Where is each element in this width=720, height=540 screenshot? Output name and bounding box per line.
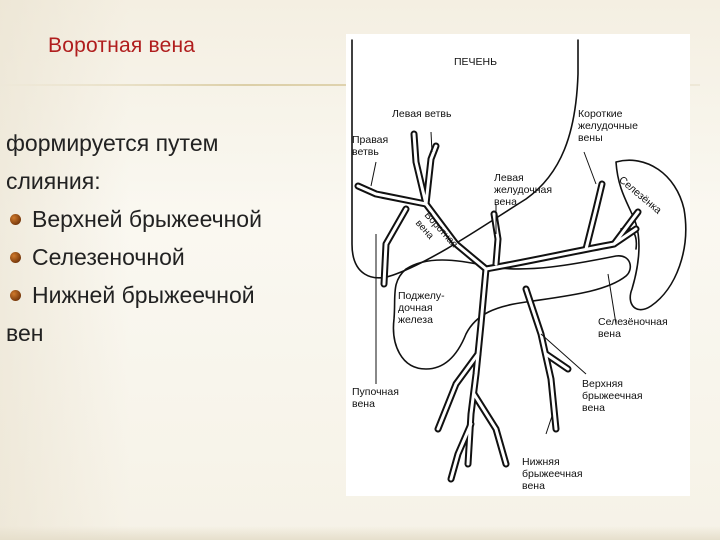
label-umbilical-vein: Пупочная вена [352, 386, 399, 410]
label-pancreas: Поджелу- дочная железа [398, 290, 445, 326]
label-splenic-vein: Селезёночная вена [598, 316, 668, 340]
intro-line-1: формируется путем [6, 124, 346, 162]
bullet-item-inferior-mesenteric: Нижней брыжеечной [6, 276, 346, 314]
label-short-gastric-veins: Короткие желудочные вены [578, 108, 638, 144]
label-left-branch: Левая ветвь [392, 108, 451, 120]
bullet-icon [10, 290, 21, 301]
label-right-branch: Правая ветвь [352, 134, 388, 158]
label-superior-mesenteric-vein: Верхняя брыжеечная вена [582, 378, 643, 414]
label-left-gastric-vein: Левая желудочная вена [494, 172, 552, 208]
bullet-text: Нижней брыжеечной [32, 282, 255, 308]
bullet-item-superior-mesenteric: Верхней брыжеечной [6, 200, 346, 238]
outro-line: вен [6, 314, 346, 352]
label-inferior-mesenteric-vein: Нижняя брыжеечная вена [522, 456, 583, 492]
body-text: формируется путем слияния: Верхней брыже… [6, 124, 346, 352]
bullet-item-splenic: Селезеночной [6, 238, 346, 276]
bullet-text: Верхней брыжеечной [32, 206, 262, 232]
slide-bottom-edge [0, 526, 720, 540]
label-liver: ПЕЧЕНЬ [454, 56, 497, 68]
bullet-icon [10, 214, 21, 225]
slide-title: Воротная вена [48, 34, 195, 58]
bullet-text: Селезеночной [32, 244, 185, 270]
bullet-icon [10, 252, 21, 263]
portal-vein-drawing [346, 34, 690, 496]
intro-line-2: слияния: [6, 162, 346, 200]
portal-vein-diagram: ПЕЧЕНЬ Левая ветвь Правая ветвь Короткие… [346, 34, 690, 496]
